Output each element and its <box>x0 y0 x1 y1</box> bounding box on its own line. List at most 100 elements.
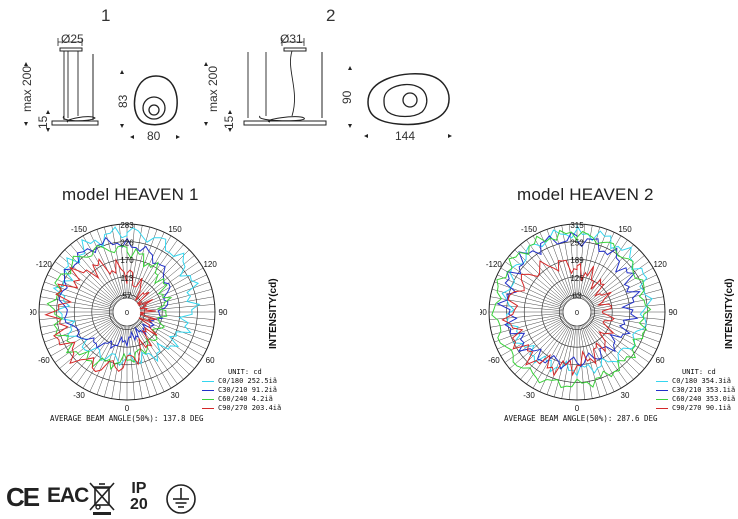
ring-value-label: 189 <box>570 256 584 265</box>
angle-label: -60 <box>488 356 500 365</box>
polar-ring <box>523 258 631 366</box>
polar-spoke <box>504 319 566 363</box>
polar-spoke <box>581 229 608 299</box>
polar-spoke <box>582 324 615 392</box>
polar-spoke <box>583 235 622 300</box>
polar-ring <box>73 258 181 366</box>
polar-spoke <box>520 322 569 380</box>
chart-1-beam-angle: AVERAGE BEAM ANGLE(50%): 137.8 DEG <box>50 414 204 423</box>
polar-spoke <box>500 267 565 306</box>
ring-value-label: 57 <box>123 291 132 300</box>
angle-label: -60 <box>38 356 50 365</box>
polar-spoke <box>44 281 114 308</box>
chart-1-legend: UNIT: cd C0/180 252.5iã C30/210 91.2iã C… <box>202 368 281 413</box>
polar-spoke <box>82 235 121 300</box>
variant-2-number: 2 <box>326 6 336 25</box>
polar-ring <box>541 276 613 348</box>
polar-spoke <box>490 296 564 310</box>
polar-spoke <box>140 314 214 328</box>
ring-value-label: 252 <box>570 239 584 248</box>
legend-item: C0/180 354.3iã <box>656 377 735 386</box>
angle-label: -90 <box>480 308 487 317</box>
angle-label: 120 <box>653 260 667 269</box>
polar-spoke <box>532 235 571 300</box>
polar-spoke <box>490 314 564 328</box>
polar-spoke <box>584 239 628 301</box>
polar-spoke <box>140 289 213 309</box>
angle-label: 0 <box>125 404 130 413</box>
polar-spoke <box>40 296 114 310</box>
polar-spoke <box>96 229 123 299</box>
variant-1-diameter: Ø25 <box>61 32 84 46</box>
chart-2-beam-angle: AVERAGE BEAM ANGLE(50%): 287.6 DEG <box>504 414 658 423</box>
angle-label: 90 <box>219 308 228 317</box>
polar-spoke <box>583 324 622 389</box>
ring-value-label: 113 <box>121 274 134 283</box>
angle-label: -150 <box>521 225 538 234</box>
polar-chart-1: 5711317022628301501209060300-30-60-90-12… <box>30 221 228 413</box>
polar-spoke <box>509 255 567 304</box>
polar-spoke <box>582 232 615 300</box>
chart-2-legend: UNIT: cd C0/180 354.3iã C30/210 353.1iã … <box>656 368 735 413</box>
weee-bin-icon <box>89 482 115 515</box>
polar-spoke <box>585 244 634 302</box>
polar-spoke <box>590 289 663 309</box>
polar-spoke <box>514 321 568 375</box>
angle-label: 150 <box>618 225 632 234</box>
polar-spoke <box>47 274 115 307</box>
polar-spoke <box>590 315 663 335</box>
variant-1-height: max 200 <box>20 65 34 112</box>
polar-spoke <box>577 224 585 299</box>
variant-1-side-view <box>24 38 99 132</box>
variant-1-thickness: 15 <box>36 115 50 129</box>
polar-spoke <box>586 321 640 375</box>
polar-spoke <box>532 324 571 389</box>
polar-ring <box>38 223 216 401</box>
variant-2-height: max 200 <box>206 65 220 112</box>
polar-spoke <box>129 325 143 399</box>
angle-label: 30 <box>171 391 180 400</box>
polar-spoke <box>64 321 118 375</box>
polar-spoke <box>89 324 122 392</box>
legend-item: C90/270 203.4iã <box>202 404 281 413</box>
polar-curve <box>496 231 641 370</box>
polar-spoke <box>546 229 573 299</box>
polar-ring <box>488 223 666 401</box>
polar-spoke <box>82 324 121 389</box>
polar-spoke <box>588 319 650 363</box>
ring-value-label: 283 <box>120 221 134 230</box>
variant-1-plan-width: 80 <box>147 129 161 143</box>
polar-spoke <box>489 312 564 320</box>
polar-spoke <box>135 244 184 302</box>
polar-spoke <box>127 224 135 299</box>
polar-spoke <box>580 325 600 398</box>
angle-label: 90 <box>669 308 678 317</box>
angle-label: 120 <box>203 260 217 269</box>
variant-2-plan-width: 144 <box>395 129 416 143</box>
polar-spoke <box>491 315 564 335</box>
angle-label: 60 <box>206 356 215 365</box>
variant-1-plan-view <box>120 70 180 139</box>
polar-spoke <box>138 261 200 305</box>
polar-spoke <box>119 325 127 400</box>
polar-chart-2: 6312618925231501501209060300-30-60-90-12… <box>480 221 678 413</box>
legend-item: C0/180 252.5iã <box>202 377 281 386</box>
polar-spoke <box>129 225 143 299</box>
polar-spoke <box>590 314 664 328</box>
legend-item: C90/270 90.1iã <box>656 404 735 413</box>
polar-spoke <box>140 281 210 308</box>
polar-spoke <box>59 320 117 369</box>
ip-rating-top: IP <box>131 480 147 497</box>
angle-label: 150 <box>168 225 182 234</box>
legend-item: C60/240 4.2iã <box>202 395 281 404</box>
angle-label: 0 <box>575 404 580 413</box>
polar-spoke <box>546 325 573 395</box>
angle-label: -120 <box>486 260 503 269</box>
polar-spoke <box>119 224 127 299</box>
polar-spoke <box>132 232 165 300</box>
angle-label: -30 <box>523 391 535 400</box>
variant-2-diameter: Ø31 <box>280 32 303 46</box>
variant-2-thickness: 15 <box>222 115 236 129</box>
polar-spoke <box>590 304 665 312</box>
polar-curve <box>44 258 158 373</box>
